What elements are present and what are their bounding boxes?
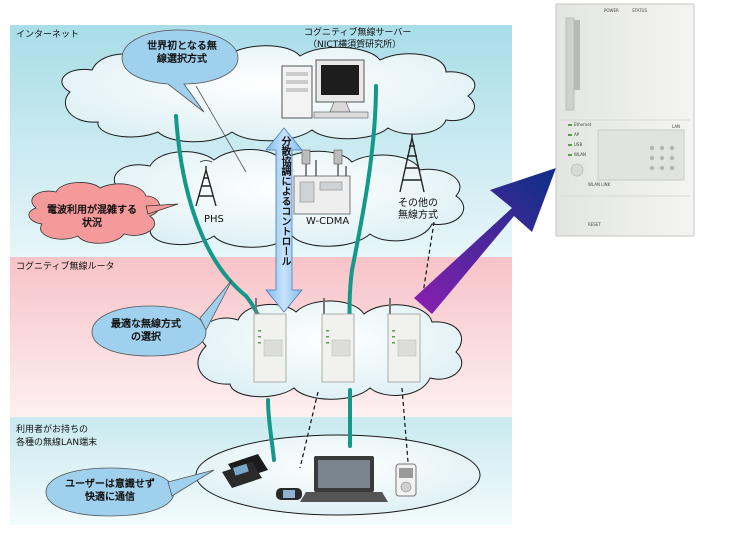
world-first-callout <box>121 29 247 173</box>
server-title: コグニティブ無線サーバー <box>304 28 412 38</box>
internet-zone-label: インターネット <box>16 30 80 40</box>
wcdma-base-station-icon <box>293 149 351 215</box>
cognitive-router-icon <box>387 298 421 383</box>
user-comfort-callout-text: ユーザーは意識せず快適に通信 <box>65 479 155 503</box>
device-usb-label: USB <box>574 142 583 147</box>
other-network-label: その他の 無線方式 <box>398 198 438 221</box>
tower-icon <box>399 134 425 193</box>
cognitive-router-icon <box>321 298 355 383</box>
device-wlan-label: WLAN <box>574 152 587 157</box>
congestion-callout <box>28 182 179 244</box>
cognitive-router-icon <box>253 298 287 383</box>
music-player-icon <box>395 463 417 497</box>
congestion-callout-text: 電波利用が混雑する状況 <box>47 205 137 229</box>
world-first-callout-text: 世界初となる無線選択方式 <box>147 41 217 65</box>
device-power-label: POWER <box>604 8 619 13</box>
server-computer-icon <box>281 59 369 119</box>
user-zone-label: 利用者がお持ちの 各種の無線LAN端末 <box>16 425 98 448</box>
router-device-photo <box>555 3 695 237</box>
router-zone-label: コグニティブ無線ルータ <box>16 262 115 272</box>
device-wlan-link-label: WLAN LINK <box>588 182 611 187</box>
phs-label: PHS <box>204 214 224 225</box>
big-arrow <box>414 168 556 314</box>
control-double-arrow <box>265 127 303 313</box>
dashed-links <box>299 221 435 469</box>
laptop-icon <box>300 456 388 502</box>
control-arrow-label: 分散協調によるコントロール <box>279 136 290 266</box>
game-console-icon <box>222 454 268 488</box>
device-lan-label: LAN <box>672 124 681 129</box>
device-ethernet-label: Ethernet <box>574 122 592 127</box>
device-status-label: STATUS <box>632 8 648 13</box>
device-ap-label: AP <box>574 132 580 137</box>
best-method-callout-text: 最適な無線方式の選択 <box>111 319 181 343</box>
tower-icon <box>195 160 217 207</box>
device-reset-label: RESET <box>588 222 601 227</box>
server-subtitle: （NICT横須賀研究所） <box>308 40 402 50</box>
portable-game-icon <box>276 488 302 500</box>
user-comfort-callout <box>45 467 215 517</box>
best-method-callout <box>91 279 233 357</box>
wcdma-label: W-CDMA <box>306 216 350 227</box>
